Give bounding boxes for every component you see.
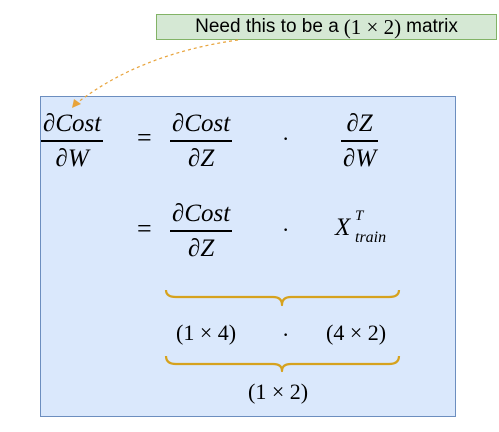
row1-frac2-numerator: ∂Z [346, 110, 373, 137]
bottom-brace [164, 355, 401, 373]
dimension-right: (4 × 2) [326, 320, 387, 345]
dimension-result: (1 × 2) [248, 379, 309, 404]
row1-fraction2: ∂Z ∂W [341, 110, 379, 173]
lhs-numerator: ∂Cost [43, 110, 102, 137]
top-brace [164, 289, 401, 307]
equals-sign-row2: = [137, 214, 152, 243]
dot-row2: · [282, 217, 290, 242]
row2-fraction1: ∂Cost ∂Z [170, 200, 233, 263]
callout-text-before: Need this to be a [195, 16, 339, 37]
dot-row1: · [282, 126, 290, 151]
row2-frac1-numerator: ∂Cost [172, 200, 231, 227]
callout-text-after: matrix [406, 16, 458, 37]
equals-sign-row1: = [137, 123, 152, 152]
x-subscript: train [355, 229, 387, 246]
callout-math: (1 × 2) [343, 14, 402, 39]
row1-frac1-denominator: ∂Z [170, 140, 233, 173]
x-superscript: T [355, 208, 364, 224]
x-base: X [335, 214, 351, 241]
row1-fraction1: ∂Cost ∂Z [170, 110, 233, 173]
dot-dimensions: · [282, 322, 290, 347]
lhs-denominator: ∂W [41, 140, 104, 173]
arrow-head [72, 99, 81, 108]
lhs-fraction: ∂Cost ∂W [41, 110, 104, 173]
callout-arrow [76, 39, 239, 104]
dimension-left: (1 × 4) [176, 320, 237, 345]
x-train-transpose: X T train [335, 208, 386, 246]
row1-frac1-numerator: ∂Cost [172, 110, 231, 137]
row2-frac1-denominator: ∂Z [170, 230, 233, 263]
row1-frac2-denominator: ∂W [341, 140, 379, 173]
callout-note: Need this to be a (1 × 2) matrix [156, 14, 497, 40]
